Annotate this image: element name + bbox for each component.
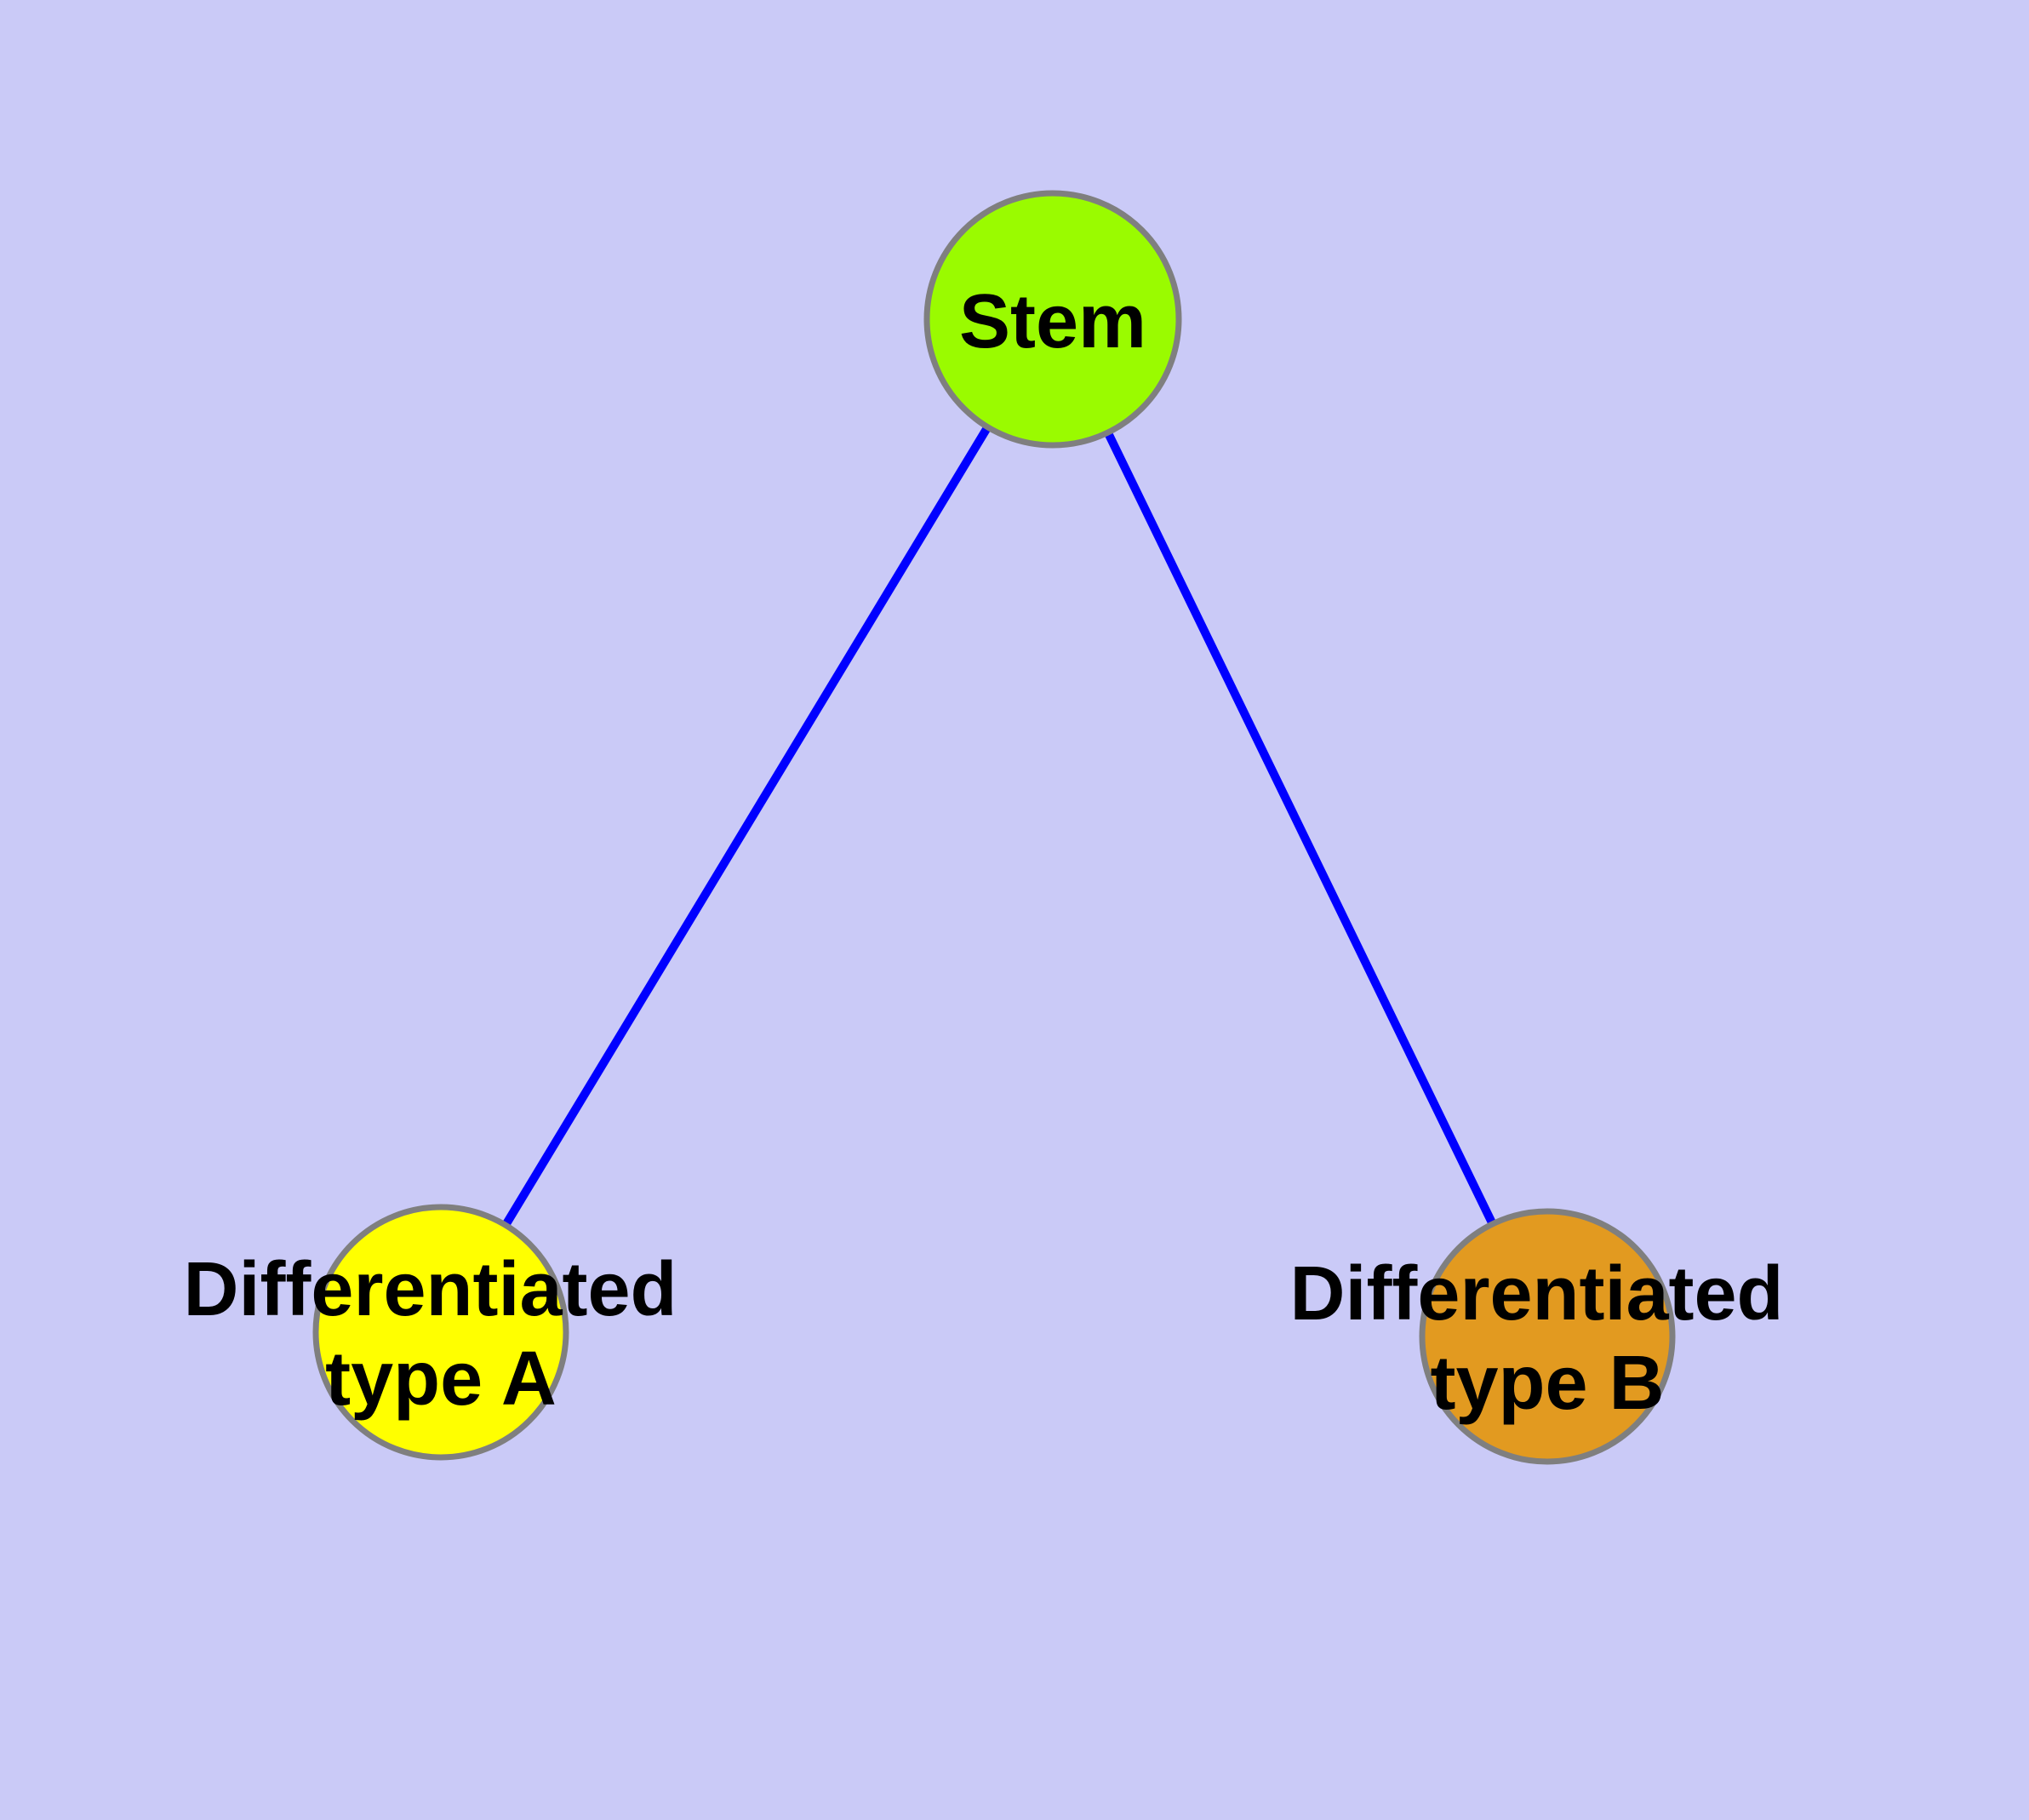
node-type-a-circle[interactable] [312,1204,569,1461]
node-stem-circle[interactable] [923,190,1182,449]
edge-layer [437,317,1552,1339]
node-stem[interactable]: Stem [923,190,1182,449]
node-type-b-circle[interactable] [1419,1208,1676,1465]
edge-stem-to-type-b [1049,317,1552,1339]
edge-stem-to-type-a [437,317,1057,1335]
